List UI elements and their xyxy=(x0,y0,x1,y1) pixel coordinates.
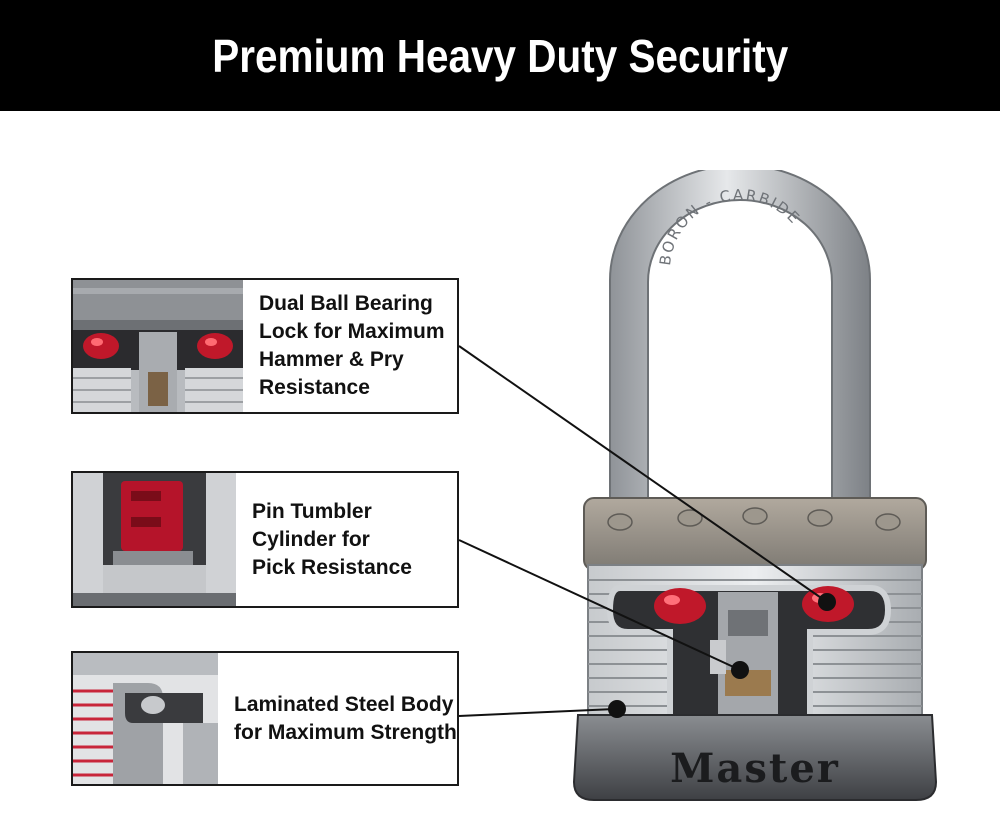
pin-tumbler-cutaway-icon xyxy=(73,473,236,606)
callout-label: Laminated Steel Body for Maximum Strengt… xyxy=(234,692,457,744)
brand-logo: Master xyxy=(670,745,840,792)
callout-laminated-steel: Laminated Steel Body for Maximum Strengt… xyxy=(71,651,459,786)
callout-ball-bearing: Dual Ball Bearing Lock for Maximum Hamme… xyxy=(71,278,459,414)
header-banner: Premium Heavy Duty Security xyxy=(0,0,1000,111)
laminated-steel-cutaway-icon xyxy=(73,653,218,784)
page-title: Premium Heavy Duty Security xyxy=(212,29,788,82)
ball-bearing-cutaway-icon xyxy=(73,280,243,412)
callout-label: Pin Tumbler Cylinder for Pick Resistance xyxy=(252,499,412,579)
callout-pin-tumbler: Pin Tumbler Cylinder for Pick Resistance xyxy=(71,471,459,608)
callout-label: Dual Ball Bearing Lock for Maximum Hamme… xyxy=(259,292,445,399)
padlock-icon: BORON - CARBIDE Master xyxy=(572,170,938,801)
